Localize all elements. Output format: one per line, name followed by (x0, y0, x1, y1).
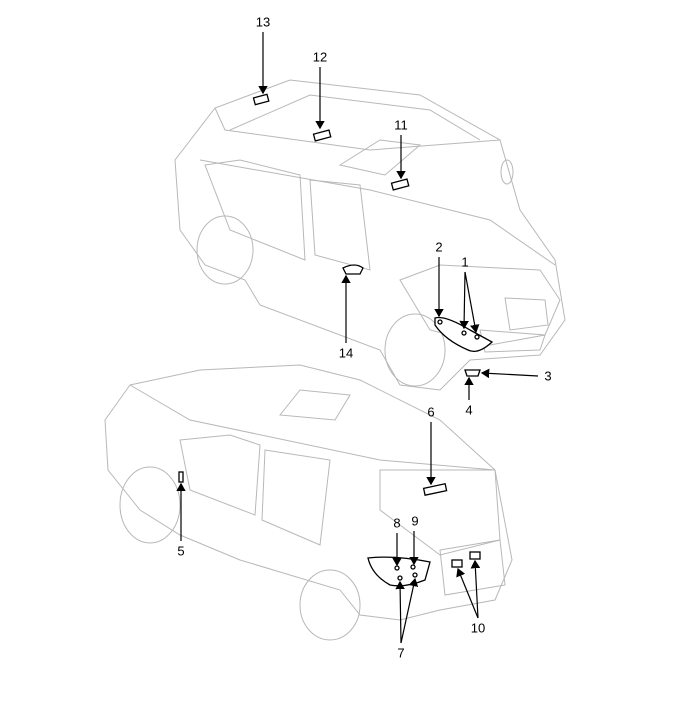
front-view-car (174, 79, 566, 391)
callout-2: 2 (435, 239, 443, 255)
callout-13: 13 (255, 14, 271, 30)
callout-7: 7 (397, 645, 405, 661)
callout-6: 6 (427, 404, 435, 420)
callout-10: 10 (470, 620, 486, 636)
callout-5: 5 (177, 543, 185, 559)
callout-9: 9 (411, 513, 419, 529)
leader-lines (176, 32, 539, 644)
callout-14: 14 (338, 345, 354, 361)
parts (178, 93, 494, 587)
callout-4: 4 (465, 402, 473, 418)
rear-view-car (104, 364, 513, 641)
callout-12: 12 (312, 49, 328, 65)
callout-8: 8 (393, 515, 401, 531)
callout-1: 1 (461, 254, 469, 270)
callout-3: 3 (544, 368, 552, 384)
callout-11: 11 (394, 117, 408, 133)
